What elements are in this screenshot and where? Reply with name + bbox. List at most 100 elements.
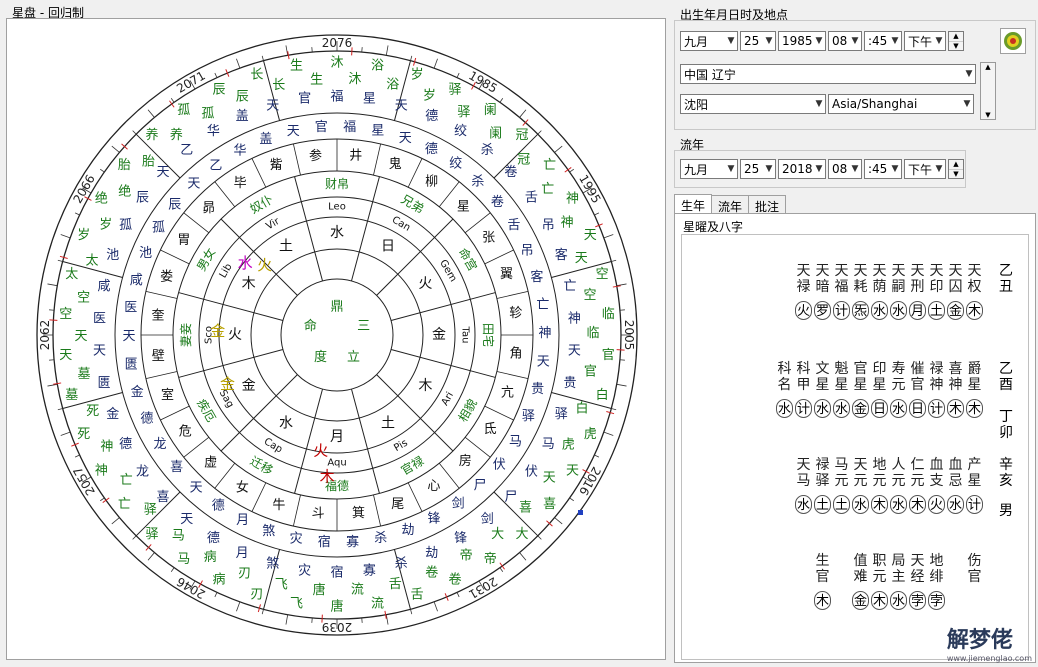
star-char: 禄: [929, 361, 944, 377]
birth-day-select[interactable]: 25▼: [740, 31, 776, 51]
flow-minute-select[interactable]: :45▼: [864, 159, 902, 179]
mid-star-char-2: 寡: [346, 534, 359, 550]
element-badge: 木: [871, 495, 888, 514]
ring-year-label: 2076: [322, 36, 353, 50]
mansion-label: 星: [457, 199, 470, 214]
flow-month-select[interactable]: 九月▼: [680, 159, 738, 179]
chart-red-tick: [471, 82, 476, 90]
mid-star-char: 池: [106, 248, 119, 263]
star-char: 喜: [948, 361, 963, 377]
country-select[interactable]: 中国 辽宁▼: [680, 64, 976, 84]
chart-tick: [189, 80, 196, 90]
birth-minute-select[interactable]: :45▼: [864, 31, 902, 51]
outer-divider: [135, 491, 181, 537]
flow-time-spinner[interactable]: ▲▼: [948, 159, 964, 179]
flow-day-select[interactable]: 25▼: [740, 159, 776, 179]
chart-style-button[interactable]: [1000, 28, 1026, 54]
sign-label: Pis: [392, 438, 409, 454]
outer-divider: [263, 549, 281, 610]
chart-tick: [385, 614, 389, 625]
city-select[interactable]: 沈阳▼: [680, 94, 826, 114]
outer-star-char: 胎: [118, 158, 131, 173]
star-char: 禄: [796, 279, 811, 295]
chart-red-tick: [499, 562, 505, 570]
mid-star-char: 华: [207, 124, 220, 139]
ganzhi-label: 辛亥: [996, 457, 1016, 489]
watermark-text: 解梦佬: [946, 628, 1013, 653]
mansion-label: 牛: [272, 498, 285, 513]
ganzhi-char: 辛: [999, 457, 1013, 473]
star-char: 星: [967, 377, 982, 393]
sign-label: Ari: [440, 390, 456, 407]
element-badge: 土: [928, 301, 945, 320]
star-char: 荫: [872, 279, 887, 295]
planet-marker: 火: [313, 441, 328, 459]
star-column: 官星金: [851, 361, 870, 418]
birth-ampm-select[interactable]: 下午▼: [904, 31, 946, 51]
flow-group: [674, 150, 966, 188]
chart-tick: [569, 168, 574, 173]
ring-year-label: 2005: [622, 320, 636, 351]
mid-star-char-2: 星: [371, 124, 384, 139]
star-column: 天福计: [832, 263, 851, 320]
tab-birth-year[interactable]: 生年: [674, 194, 713, 217]
flow-month-value: 九月: [684, 162, 709, 177]
spin-down-icon[interactable]: ▼: [953, 42, 959, 50]
house-label: 迁移: [248, 454, 276, 478]
mansion-divider: [464, 436, 491, 458]
outer-star-char-2: 卷: [425, 564, 438, 580]
center-label: 命: [304, 318, 317, 334]
chart-red-tick: [413, 57, 417, 66]
chart-red-tick: [564, 167, 572, 173]
star-char: 官: [967, 569, 982, 585]
birth-hour-select[interactable]: 08▼: [828, 31, 862, 51]
birth-year-select[interactable]: 1985▼: [778, 31, 826, 51]
flow-year-select[interactable]: 2018▼: [778, 159, 826, 179]
timezone-select[interactable]: Asia/Shanghai▼: [828, 94, 974, 114]
chart-ring: [198, 196, 476, 474]
birth-time-spinner[interactable]: ▲▼: [948, 31, 964, 51]
scroll-up-icon[interactable]: ▲: [985, 63, 991, 71]
star-column: 禄驿土: [813, 457, 832, 514]
flow-ampm-select[interactable]: 下午▼: [904, 159, 946, 179]
star-char: 天: [948, 263, 963, 279]
mid-star-char-2: 卷: [491, 194, 504, 210]
outer-star-char-2: 喜: [519, 501, 532, 516]
dropdown-arrow-icon: ▼: [891, 164, 899, 174]
mid-star-char-2: 吊: [521, 243, 534, 258]
mid-star-char-2: 剑: [452, 496, 465, 512]
chart-tick: [410, 55, 413, 61]
element-badge: 水: [890, 591, 907, 610]
outer-divider: [551, 391, 612, 409]
spin-up-icon[interactable]: ▲: [949, 32, 963, 42]
star-char: 驿: [815, 473, 830, 489]
chart-tick: [132, 130, 137, 135]
birth-month-select[interactable]: 九月▼: [680, 31, 738, 51]
flow-hour-select[interactable]: 08▼: [828, 159, 862, 179]
mid-star-char-2: 杀: [471, 174, 484, 189]
birth-ampm-value: 下午: [908, 34, 933, 49]
spin-down-icon[interactable]: ▼: [953, 170, 959, 178]
element-badge: 计: [833, 301, 850, 320]
star-column: 天耗炁: [851, 263, 870, 320]
star-column: 天禄火: [794, 263, 813, 320]
chart-red-tick: [84, 196, 92, 201]
star-block: 爵星木喜神木禄神计催官日寿元水印星日官星金魁星水文星水科甲计科名水: [775, 361, 984, 418]
birth-year-value: 1985: [782, 34, 813, 48]
mid-star-char: 伏: [525, 465, 538, 480]
outer-star-char: 死: [77, 427, 90, 442]
star-block: 伤官地绯孛天经孛局主水职元木值难金生官木: [813, 553, 984, 610]
spin-up-icon[interactable]: ▲: [949, 160, 963, 170]
mid-star-char-2: 德: [212, 498, 225, 513]
location-scrollbar[interactable]: ▲▼: [980, 62, 996, 120]
element-badge: 金: [947, 301, 964, 320]
dropdown-arrow-icon: ▼: [765, 36, 773, 46]
star-char: 血: [948, 457, 963, 473]
outer-star-char-2: 病: [204, 550, 217, 565]
chart-red-tick: [169, 100, 175, 108]
star-char: 天: [853, 263, 868, 279]
chart-tick: [111, 145, 120, 153]
mid-star-char: 孤: [119, 218, 132, 233]
tab-notes[interactable]: 批注: [748, 195, 787, 218]
scroll-down-icon[interactable]: ▼: [985, 111, 991, 119]
